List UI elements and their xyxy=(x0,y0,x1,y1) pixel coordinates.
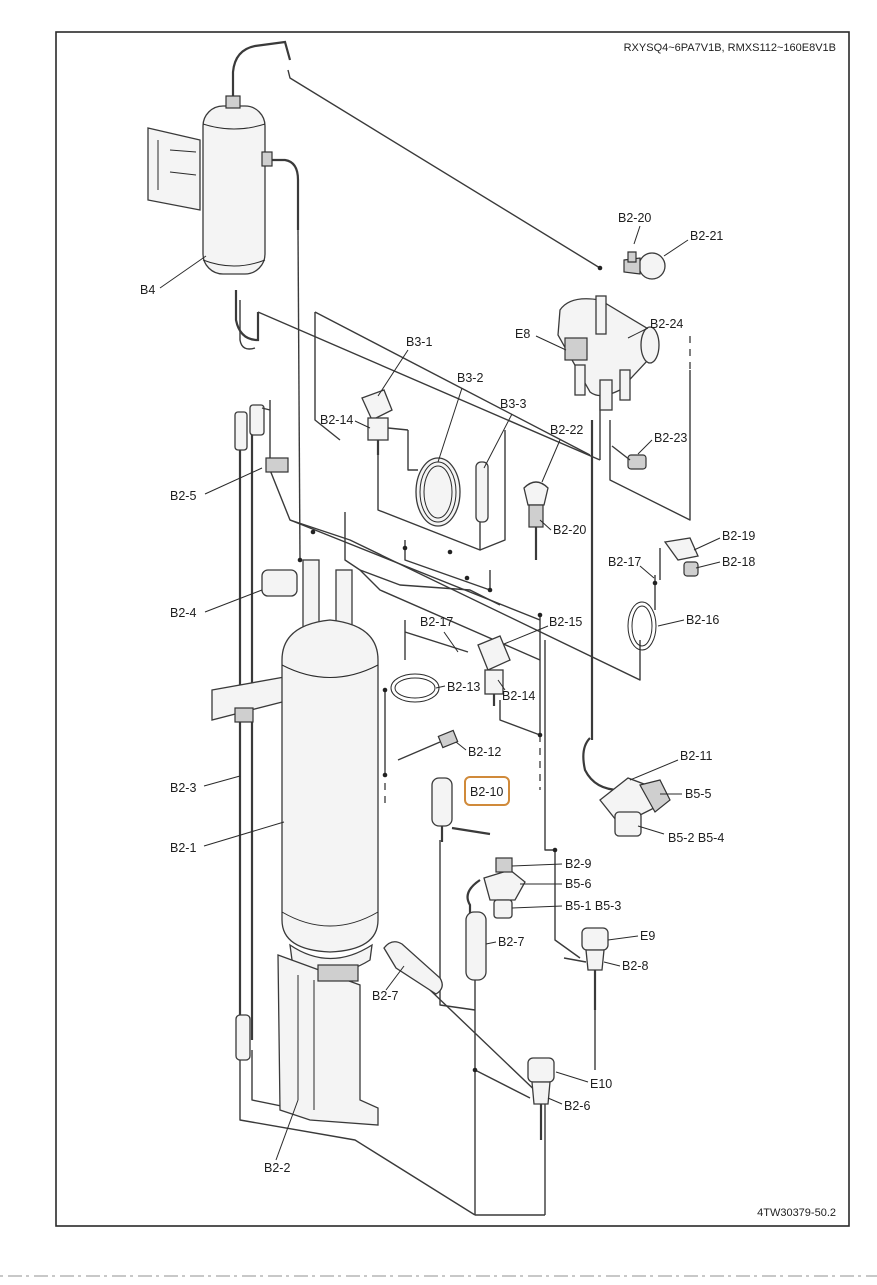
label-b5-1-b5-3: B5-1 B5-3 xyxy=(565,899,621,913)
accumulator-b4 xyxy=(147,95,273,342)
capillary-coil-b2-16 xyxy=(627,601,657,651)
label-b2-2: B2-2 xyxy=(264,1161,290,1175)
label-b2-14-top: B2-14 xyxy=(320,413,353,427)
capillary-coil-b2-13 xyxy=(390,620,469,703)
strainer-b3-3 xyxy=(475,461,489,523)
label-b2-17-right: B2-17 xyxy=(608,555,641,569)
label-b2-3: B2-3 xyxy=(170,781,196,795)
compressor-base-b2-2 xyxy=(277,954,379,1126)
compressor-b2-1 xyxy=(281,559,379,974)
model-header: RXYSQ4~6PA7V1B, RMXS112~160E8V1B xyxy=(624,42,836,54)
four-way-valve-b2-24 xyxy=(557,295,660,411)
capillary-coil-b3-2 xyxy=(407,430,461,527)
label-b2-14-mid: B2-14 xyxy=(502,689,535,703)
label-b2-23: B2-23 xyxy=(654,431,687,445)
label-e10: E10 xyxy=(590,1077,612,1091)
label-b2-20-top: B2-20 xyxy=(618,211,651,225)
junction-dots xyxy=(297,265,658,1073)
label-e9: E9 xyxy=(640,929,655,943)
label-e8: E8 xyxy=(515,327,530,341)
drawing-number: 4TW30379-50.2 xyxy=(757,1207,836,1219)
label-b3-2: B3-2 xyxy=(457,371,483,385)
label-b2-20-mid: B2-20 xyxy=(553,523,586,537)
label-b2-21: B2-21 xyxy=(690,229,723,243)
expansion-valve-e9 xyxy=(563,927,609,1010)
pressure-switch-b2-21 xyxy=(623,251,666,280)
leader-lines xyxy=(159,225,721,1161)
label-b5-6: B5-6 xyxy=(565,877,591,891)
label-b2-10: B2-10 xyxy=(470,785,503,799)
highlight-box-b2-10 xyxy=(464,776,510,806)
label-b2-4: B2-4 xyxy=(170,606,196,620)
label-b2-22: B2-22 xyxy=(550,423,583,437)
label-b2-6: B2-6 xyxy=(564,1099,590,1113)
stop-valve-b2-9 xyxy=(466,857,526,919)
part-labels: B2-20 B2-21 B4 E8 B2-24 B3-1 B3-2 B3-3 B… xyxy=(140,211,755,1175)
label-b2-24: B2-24 xyxy=(650,317,683,331)
filter-b2-7-left xyxy=(383,941,443,995)
label-b2-13: B2-13 xyxy=(447,680,480,694)
label-b5-2-b5-4: B5-2 B5-4 xyxy=(668,831,724,845)
solenoid-valve-b3-1 xyxy=(361,389,409,455)
label-b2-18: B2-18 xyxy=(722,555,755,569)
stop-valve-b2-11 xyxy=(582,737,671,837)
label-b3-3: B3-3 xyxy=(500,397,526,411)
liquid-pipe-assembly xyxy=(211,404,298,1061)
label-b2-15: B2-15 xyxy=(549,615,582,629)
label-b2-12: B2-12 xyxy=(468,745,501,759)
label-b2-7-left: B2-7 xyxy=(372,989,398,1003)
label-b2-1: B2-1 xyxy=(170,841,196,855)
fitting-b2-23 xyxy=(611,445,647,470)
expansion-valve-e10 xyxy=(527,1057,555,1140)
solenoid-valve-b2-15 xyxy=(477,635,511,706)
label-b2-17-mid: B2-17 xyxy=(420,615,453,629)
label-b2-7-right: B2-7 xyxy=(498,935,524,949)
label-b5-5: B5-5 xyxy=(685,787,711,801)
label-b2-11: B2-11 xyxy=(680,749,712,763)
bracket-b2-19 xyxy=(663,537,699,577)
label-b2-16: B2-16 xyxy=(686,613,719,627)
label-b2-19: B2-19 xyxy=(722,529,755,543)
drawing-frame xyxy=(55,31,850,1227)
label-b2-5: B2-5 xyxy=(170,489,196,503)
muffler-b2-10 xyxy=(431,777,491,842)
pressure-switch-b2-22 xyxy=(523,481,549,560)
label-b3-1: B3-1 xyxy=(406,335,432,349)
filter-b2-7-right xyxy=(465,911,487,981)
label-b2-8: B2-8 xyxy=(622,959,648,973)
label-b4: B4 xyxy=(140,283,155,297)
piping-network xyxy=(231,40,691,1216)
sensor-b2-12 xyxy=(397,729,459,761)
label-b2-9: B2-9 xyxy=(565,857,591,871)
